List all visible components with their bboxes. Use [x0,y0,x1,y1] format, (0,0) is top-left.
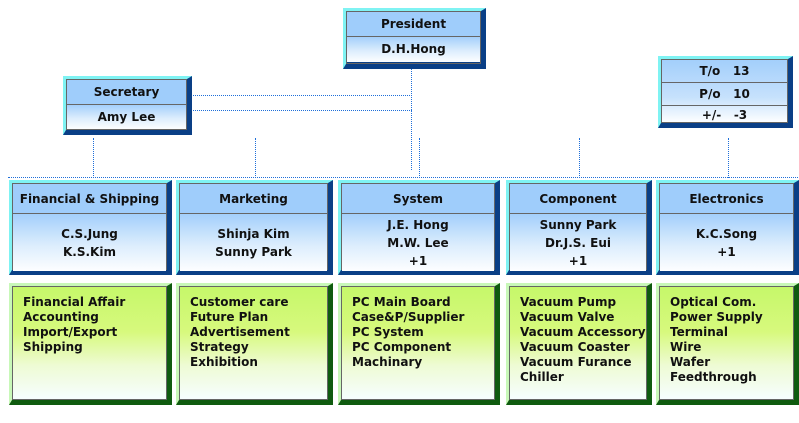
president-title: President [347,12,480,37]
person-name: K.S.Kim [63,244,116,259]
connector-drop-3 [419,138,420,178]
duty-item: Vacuum Coaster [520,340,630,354]
president-box: President D.H.Hong [343,8,486,69]
duty-item: Future Plan [190,310,269,324]
duty-item: Terminal [670,325,729,339]
duty-item: PC Main Board [352,295,451,309]
department-title: Component [510,184,646,214]
duty-item: Advertisement [190,325,290,339]
duty-item: Customer care [190,295,289,309]
connector-horizontal-bus [8,177,798,178]
stat-row-to: T/o 13 [662,60,787,83]
headcount-table: T/o 13 P/o 10 +/- -3 [658,56,793,128]
duty-item: Optical Com. [670,295,757,309]
secretary-name: Amy Lee [67,105,186,129]
person-name: Sunny Park [215,244,292,259]
person-name: +1 [408,253,428,268]
duty-item: PC Component [352,340,452,354]
duty-item: Wire [670,340,702,354]
duty-item: Machinary [352,355,423,369]
person-name: +1 [568,253,588,268]
department-title: Marketing [180,184,327,214]
stat-row-po: P/o 10 [662,83,787,106]
secretary-title: Secretary [67,80,186,105]
stat-value: 10 [733,87,750,101]
duty-item: Financial Affair [23,295,126,309]
connector-secretary-top [190,95,412,96]
duty-item: PC System [352,325,424,339]
duty-item: Wafer [670,355,711,369]
duty-item: Shipping [23,340,83,354]
stat-row-diff: +/- -3 [662,106,787,124]
duty-item: Import/Export [23,325,118,339]
person-name: K.C.Song [695,226,758,241]
connector-drop-4 [579,138,580,178]
department-people: K.C.Song +1 [660,214,793,271]
duty-item: Power Supply [670,310,763,324]
connector-drop-1 [93,138,94,178]
department-title: Electronics [660,184,793,214]
stat-label: +/- [701,108,722,122]
person-name: J.E. Hong [387,217,449,232]
connector-drop-2 [254,138,256,178]
stat-value: -3 [733,108,748,122]
duty-item: Exhibition [190,355,258,369]
person-name: Dr.J.S. Eui [545,235,611,250]
duty-item: Vacuum Furance [520,355,632,369]
connector-president-down [411,68,412,170]
stat-label: P/o [699,87,721,101]
person-name: M.W. Lee [387,235,449,250]
duty-item: Vacuum Pump [520,295,617,309]
president-name: D.H.Hong [347,37,480,62]
stat-value: 13 [732,64,750,78]
secretary-box: Secretary Amy Lee [63,76,192,135]
duty-item: Vacuum Valve [520,310,615,324]
duty-item: Vacuum Accessory [520,325,646,339]
stat-label: T/o [699,64,721,78]
person-name: +1 [717,244,736,259]
department-title: System [342,184,494,214]
duty-item: Accounting [23,310,99,324]
person-name: Shinja Kim [217,226,290,241]
person-name: Sunny Park [539,217,617,232]
duty-item: Case&P/Supplier [352,310,465,324]
connector-drop-5 [727,138,729,178]
connector-secretary-bottom [190,110,412,111]
duty-item: Feedthrough [670,370,757,384]
department-title: Financial & Shipping [13,184,166,214]
duty-item: Strategy [190,340,249,354]
duty-item: Chiller [520,370,564,384]
person-name: C.S.Jung [61,226,118,241]
